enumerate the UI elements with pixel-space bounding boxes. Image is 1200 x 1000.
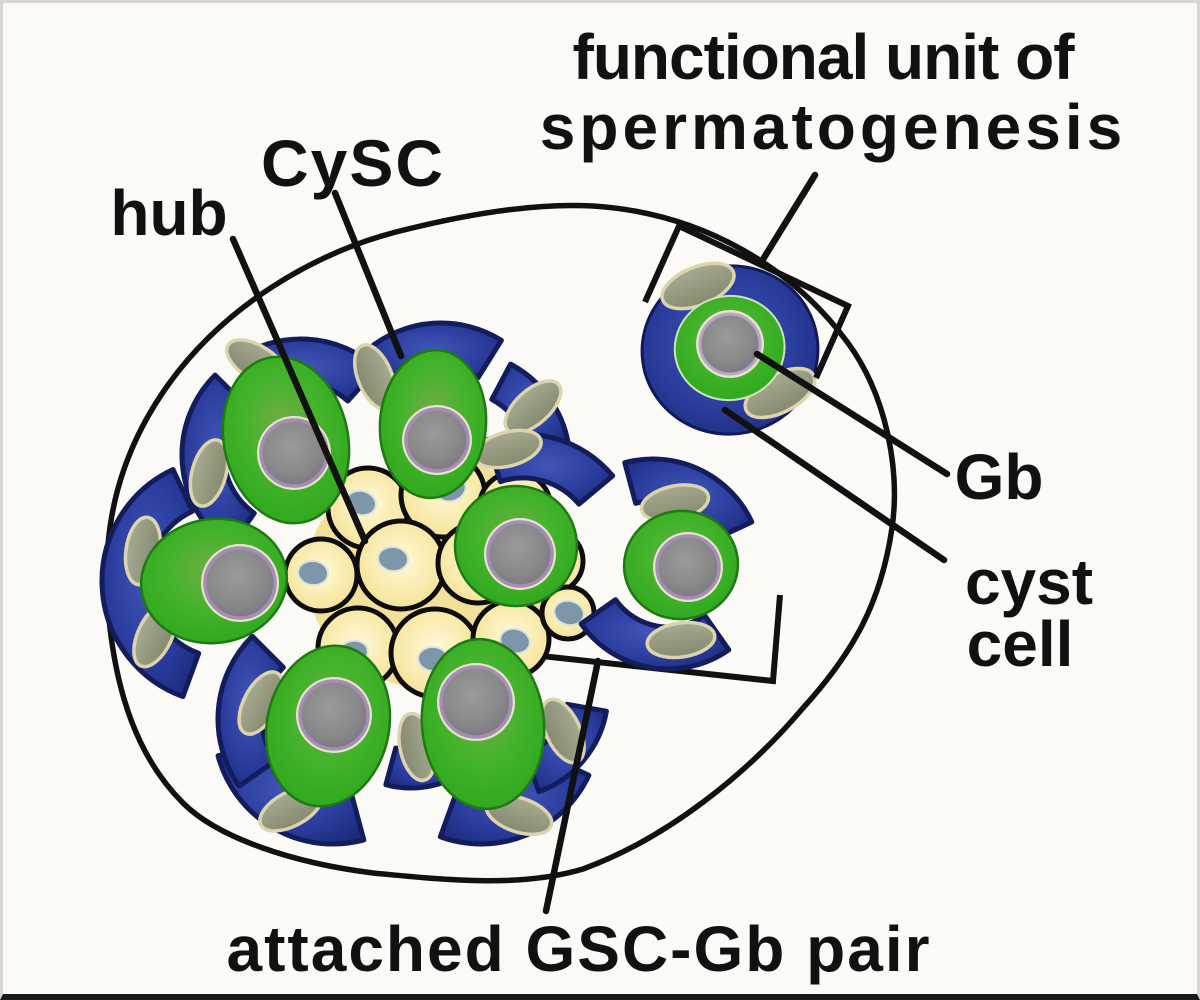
functional-unit-gb-nucleus	[698, 312, 762, 376]
gsc-cell-nucleus	[298, 679, 370, 751]
label-gb: Gb	[955, 441, 1044, 513]
label-functional-unit-line2: spermatogenesis	[540, 91, 1126, 163]
label-cyst-line1: cyst	[965, 546, 1093, 618]
hub-cell-nucleus	[377, 545, 409, 573]
label-cyst-line2: cell	[967, 608, 1074, 680]
gsc-cell-nucleus	[439, 665, 513, 739]
leader-gb	[753, 350, 951, 478]
label-functional-unit-line1: functional unit of	[573, 21, 1076, 93]
hub-cell-nucleus	[297, 559, 329, 587]
gb-cell-nucleus	[655, 534, 721, 600]
leader-cyst-cell	[721, 406, 948, 564]
leader-hub	[229, 235, 369, 545]
leader-attached-pair	[542, 657, 602, 915]
hub-cell-nucleus	[553, 599, 585, 627]
cysc-nucleus	[188, 438, 230, 508]
cysc-nucleus	[503, 379, 563, 435]
label-cysc: CySC	[261, 126, 445, 200]
cells-layer	[99, 261, 820, 847]
leader-functional-unit	[758, 171, 819, 265]
cysc-nucleus	[645, 620, 717, 660]
gsc-cell-attached-nucleus	[486, 520, 554, 588]
gsc-cell-nucleus	[203, 546, 277, 620]
label-hub: hub	[110, 177, 227, 249]
bracket-attached-pair	[457, 594, 783, 685]
gsc-cell-nucleus	[404, 407, 470, 473]
label-attached-pair: attached GSC-Gb pair	[227, 913, 932, 985]
annotation-layer	[229, 171, 951, 915]
leader-cysc	[331, 189, 405, 360]
bracket-functional-unit	[642, 221, 852, 380]
